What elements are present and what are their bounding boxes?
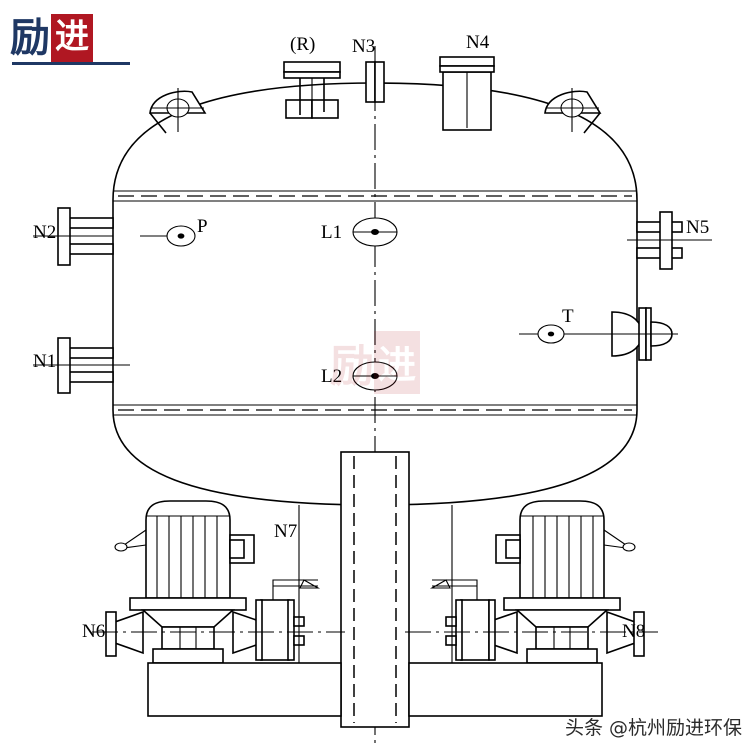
instrument-T (519, 324, 600, 344)
centre-support-column (340, 451, 410, 728)
nozzle-N2-label: N2 (33, 222, 56, 243)
logo-underline (12, 62, 130, 65)
nozzle-N1-label: N1 (33, 351, 56, 372)
brand-logo: 励 进 (10, 14, 130, 65)
pump-unit-left (92, 500, 345, 664)
nozzle-N7-label: N7 (274, 521, 297, 542)
instrument-L1-label: L1 (321, 222, 342, 243)
attribution-text: 头条 @杭州励进环保 (564, 717, 742, 739)
pump-unit-right (405, 500, 658, 664)
nozzle-N5-label: N5 (686, 217, 709, 238)
side-manway (600, 307, 678, 361)
nozzle-N1 (33, 337, 130, 394)
logo-char-2: 进 (51, 14, 93, 62)
nozzle-N5 (627, 211, 712, 270)
instrument-L1 (352, 217, 398, 247)
base-foundation (147, 662, 603, 717)
nozzle-N7-piping (298, 505, 453, 690)
nozzle-N2 (33, 207, 114, 266)
nozzle-N3 (365, 61, 385, 103)
logo-char-1: 励 (10, 15, 50, 61)
nozzle-N3-label: N3 (352, 36, 375, 57)
lifting-lug-left (149, 88, 207, 134)
nozzle-N8-label: N8 (622, 621, 645, 642)
nozzle-R-label: (R) (290, 34, 315, 55)
nozzle-N6-label: N6 (82, 621, 105, 642)
instrument-P-label: P (197, 216, 208, 237)
nozzle-N4-label: N4 (466, 32, 490, 53)
lifting-lug-right (544, 88, 602, 134)
nozzle-R (283, 61, 341, 119)
nozzle-N4 (439, 56, 495, 131)
instrument-L2 (352, 361, 398, 391)
instrument-T-label: T (562, 306, 574, 327)
instrument-L2-label: L2 (321, 366, 342, 387)
instrument-P (140, 225, 196, 247)
